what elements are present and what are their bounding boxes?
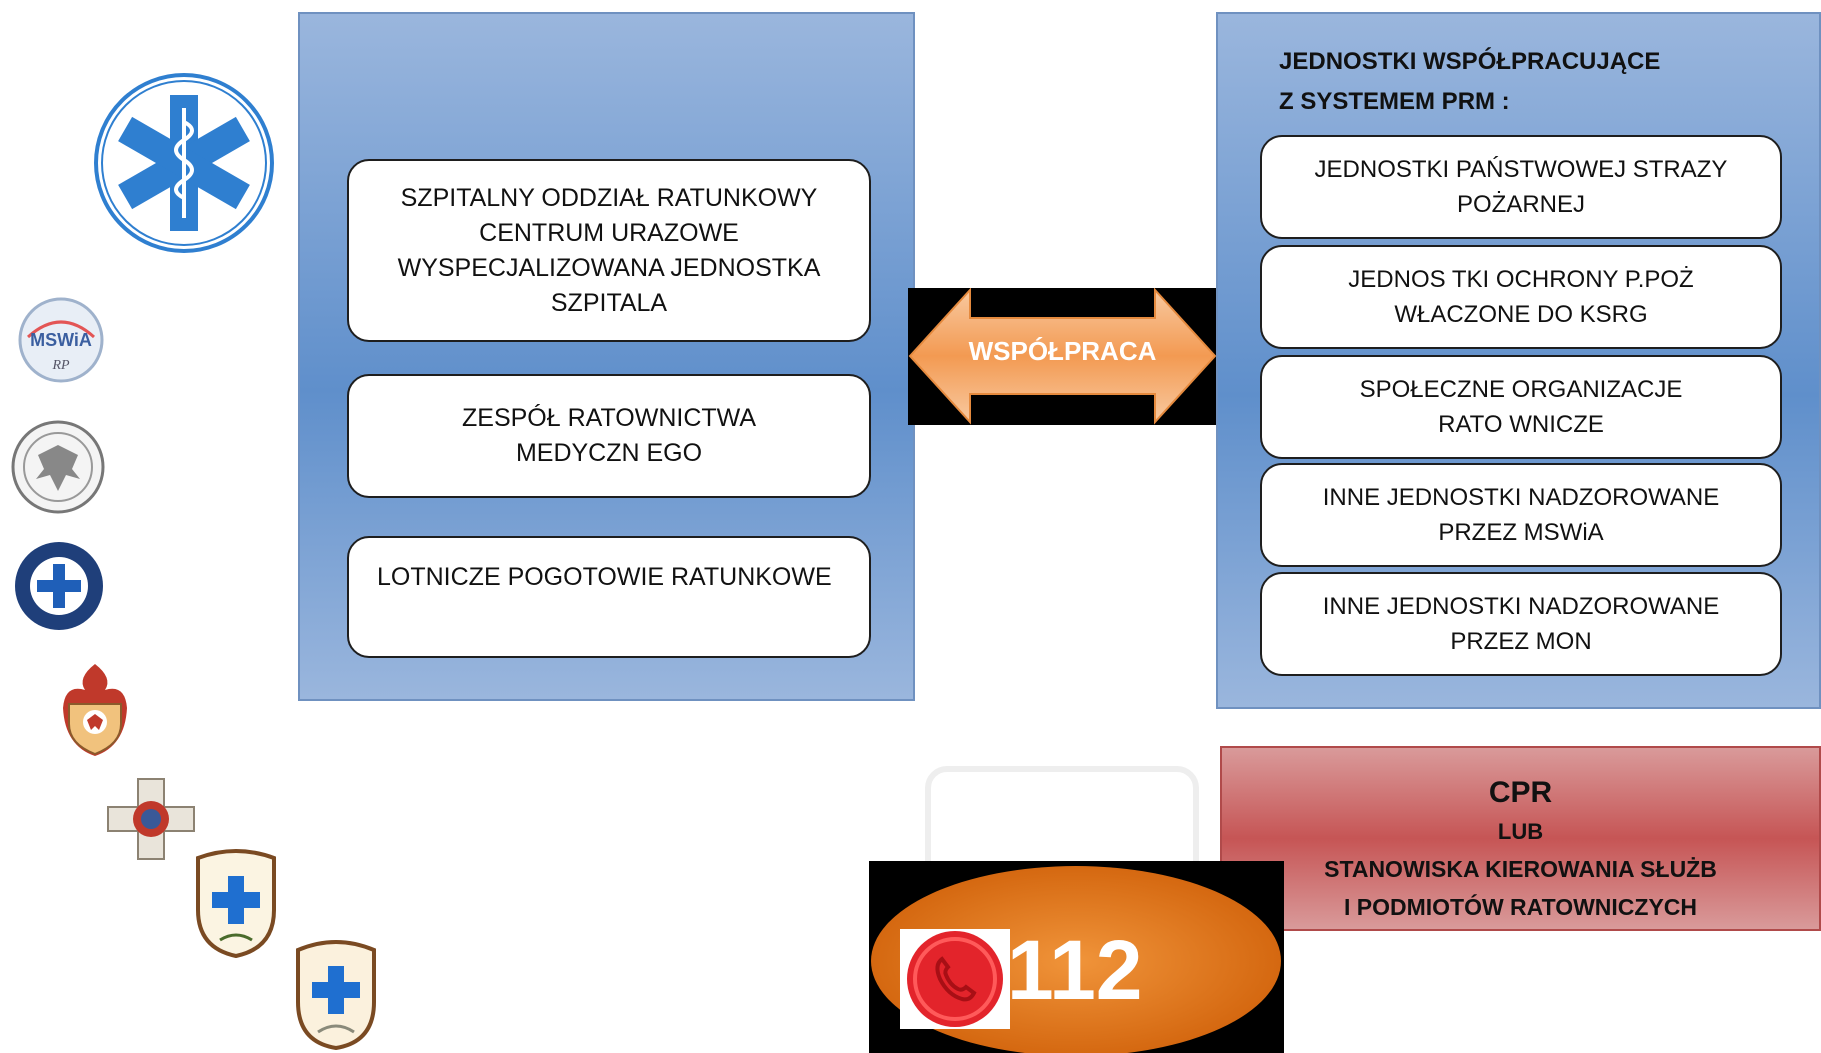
box-line: SZPITALA [550,288,668,317]
box-line: JEDNOS TKI OCHRONY P.POŻ [1348,266,1694,293]
cooperating-units-title: JEDNOSTKI WSPÓŁPRACUJĄCE Z SYSTEMEM PRM … [1279,42,1759,122]
cpr-box: CPR LUB STANOWISKA KIEROWANIA SŁUŻB I PO… [1220,746,1821,931]
title-line: Z SYSTEMEM PRM : [1279,88,1510,115]
box-line: WYSPECJALIZOWANA JEDNOSTKA [397,253,821,282]
box-line: SZPITALNY ODDZIAŁ RATUNKOWY [400,183,818,212]
cpr-line: STANOWISKA KIEROWANIA SŁUŻB [1324,856,1717,882]
box-social-rescue-organizations: SPOŁECZNE ORGANIZACJE RATO WNICZE [1260,355,1782,459]
box-line: CENTRUM URAZOWE [479,218,739,247]
box-units-mon: INNE JEDNOSTKI NADZOROWANE PRZEZ MON [1260,572,1782,676]
eagle-emblem-logo [11,420,105,514]
state-fire-service-logo [63,664,127,756]
svg-text:MSWiA: MSWiA [30,330,92,350]
cpr-line: I PODMIOTÓW RATOWNICZYCH [1343,894,1698,920]
star-of-life-icon [94,73,274,253]
box-line: PRZEZ MON [1450,628,1592,655]
box-hospital-emergency-department: SZPITALNY ODDZIAŁ RATUNKOWY CENTRUM URAZ… [347,159,871,342]
box-line: SPOŁECZNE ORGANIZACJE [1359,376,1683,403]
phone-icon [907,931,1003,1027]
mswia-logo: MSWiA RP [18,297,104,383]
double-arrow-icon [908,288,1217,425]
box-line: MEDYCZN EGO [515,439,703,467]
fire-cross-logo [107,778,195,860]
box-line: PRZEZ MSWiA [1438,519,1604,546]
cooperation-label: WSPÓŁPRACA [968,336,1157,366]
cpr-title: CPR [1488,776,1553,809]
svg-text:RP: RP [51,358,70,373]
title-line: JEDNOSTKI WSPÓŁPRACUJĄCE [1279,48,1661,75]
box-line: LOTNICZE POGOTOWIE RATUNKOWE [377,563,832,591]
box-state-fire-service: JEDNOSTKI PAŃSTWOWEJ STRAZY POŻARNEJ [1260,135,1782,239]
mountain-rescue-logo [196,849,276,958]
box-line: INNE JEDNOSTKI NADZOROWANE [1322,484,1720,511]
box-medical-rescue-team: ZESPÓŁ RATOWNICTWA MEDYCZN EGO [347,374,871,498]
box-air-ambulance: LOTNICZE POGOTOWIE RATUNKOWE [347,536,871,658]
box-line: INNE JEDNOSTKI NADZOROWANE [1322,593,1720,620]
box-line: ZESPÓŁ RATOWNICTWA [462,404,756,432]
box-line: RATO WNICZE [1438,411,1604,438]
cpr-line: LUB [1497,819,1544,844]
regional-rescue-logo [296,940,376,1050]
box-line: POŻARNEJ [1456,191,1585,218]
box-units-mswia: INNE JEDNOSTKI NADZOROWANE PRZEZ MSWiA [1260,463,1782,567]
emergency-number: 112 [1007,923,1143,1017]
box-line: JEDNOSTKI PAŃSTWOWEJ STRAZY [1314,156,1728,183]
water-rescue-logo [15,542,103,630]
box-fire-protection-units: JEDNOS TKI OCHRONY P.POŻ WŁACZONE DO KSR… [1260,245,1782,349]
box-line: WŁACZONE DO KSRG [1394,301,1648,328]
